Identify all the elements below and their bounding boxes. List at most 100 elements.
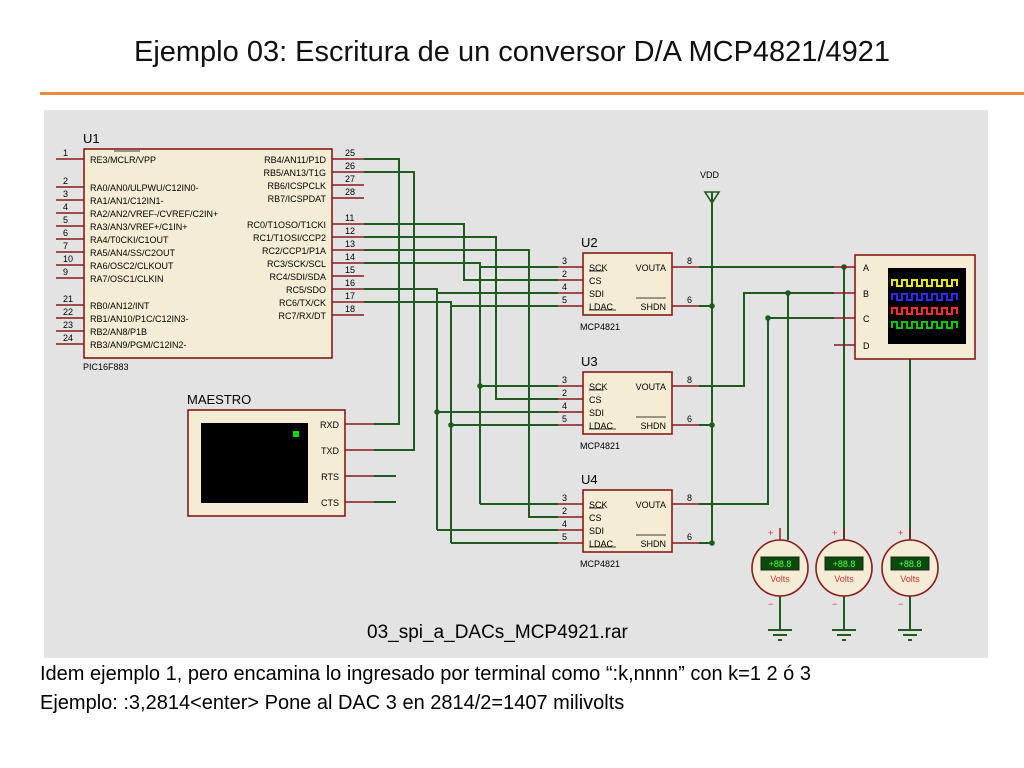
voltmeter-unit: Volts: [770, 574, 790, 584]
mcu-pin-name: RA6/OSC2/CLKOUT: [90, 261, 174, 271]
vout-u4: [699, 317, 834, 505]
mcu-pin-number: 12: [345, 226, 355, 236]
mcu-body: [83, 148, 333, 359]
mcu-pin-number: 26: [345, 161, 355, 171]
mcu-pin-number: 21: [63, 294, 73, 304]
terminal-pin-name: TXD: [321, 446, 340, 456]
vdd-arrow-icon: [703, 191, 721, 205]
dac-pin-name: SHDN: [640, 421, 666, 431]
mcu-part: PIC16F883: [83, 362, 129, 372]
scope-channel-label: C: [863, 314, 870, 324]
scope-trace: [891, 307, 958, 315]
mcu-pin-name: RB4/AN11/P1D: [264, 155, 326, 165]
mcu-pin-name: RB7/ICSPDAT: [268, 194, 327, 204]
dac-pin-name: VOUTA: [636, 382, 666, 392]
terminal-screen: [201, 423, 308, 503]
dac-pin-number: 6: [687, 295, 692, 305]
mcu-pin-name: RB3/AN9/PGM/C12IN2-: [90, 340, 187, 350]
mcu-pin-name: RC4/SDI/SDA: [269, 272, 326, 282]
slide-title: Ejemplo 03: Escritura de un conversor D/…: [133, 36, 890, 68]
mcu-pin-number: 18: [345, 304, 355, 314]
scope-channel-label: A: [863, 263, 869, 273]
mcu-pin-name: RC1/T1OSI/CCP2: [253, 233, 326, 243]
mcu-pin-name: RC3/SCK/SCL: [267, 259, 326, 269]
wire-junction: [709, 303, 715, 309]
mcu-pin-name: RA0/AN0/ULPWU/C12IN0-: [90, 183, 199, 193]
schematic-canvas: U1PIC16F8831RE3/MCLR/VPP2RA0/AN0/ULPWU/C…: [44, 110, 988, 658]
voltmeter-reading: +88.8: [899, 559, 922, 569]
dac-pin-name: LDAC: [589, 421, 614, 431]
voltmeter-plus: +: [768, 528, 773, 538]
mcu-pin-number: 24: [63, 333, 73, 343]
dac-ref: U3: [581, 354, 598, 369]
voltmeter-reading: +88.8: [833, 559, 856, 569]
voltmeter-display: [760, 556, 800, 571]
caption: Idem ejemplo 1, pero encamina lo ingresa…: [40, 660, 811, 718]
mcu-pin-name: RA4/T0CKI/C1OUT: [90, 235, 169, 245]
cs-u4-wire: [364, 249, 558, 518]
dac-pin-number: 8: [687, 375, 692, 385]
mcu-pin-name: RC7/RX/DT: [278, 311, 326, 321]
dac-pin-number: 6: [687, 532, 692, 542]
dac-pin-name: LDAC: [589, 302, 614, 312]
dac-ref: U4: [581, 472, 598, 487]
dac-pin-number: 4: [562, 282, 567, 292]
dac-pin-name: CS: [589, 513, 602, 523]
dac-body: [582, 371, 673, 435]
vdd-supply: VDD: [700, 170, 721, 205]
tx-wire: [364, 171, 415, 451]
wire-junction: [709, 540, 715, 546]
mcu-pin-name: RA5/AN4/SS/C2OUT: [90, 248, 176, 258]
mcu-pin-number: 16: [345, 278, 355, 288]
mcu-pin-name: RB5/AN13/T1G: [263, 168, 326, 178]
scope-channel-label: D: [863, 341, 870, 351]
mcu-pin-number: 7: [63, 241, 68, 251]
dac-pin-name: VOUTA: [636, 500, 666, 510]
mcu-ref: U1: [83, 131, 100, 146]
dac-pin-name: SDI: [589, 289, 604, 299]
dac-pin-name: SDI: [589, 526, 604, 536]
mcu-pin-number: 22: [63, 307, 73, 317]
mcu-pin-name: RC0/T1OSO/T1CKI: [247, 220, 326, 230]
mcu-pin-number: 9: [63, 267, 68, 277]
wire-junction: [434, 409, 440, 415]
mcu-pin-number: 27: [345, 174, 355, 184]
dac-pin-name: SCK: [589, 382, 608, 392]
mcu-pin-name: RC5/SDO: [286, 285, 326, 295]
scope-trace: [891, 279, 958, 287]
mcu-u1: U1PIC16F8831RE3/MCLR/VPP2RA0/AN0/ULPWU/C…: [56, 131, 364, 372]
mcu-pin-number: 15: [345, 265, 355, 275]
dac-pin-number: 2: [562, 269, 567, 279]
dac-pin-number: 4: [562, 401, 567, 411]
scope-channel-label: B: [863, 289, 869, 299]
mcu-pin-number: 3: [63, 189, 68, 199]
mcu-pin-name: RB1/AN10/P1C/C12IN3-: [90, 314, 189, 324]
voltmeter-minus: −: [898, 599, 903, 609]
mcu-pin-number: 1: [63, 148, 68, 158]
title-underline: [40, 92, 1024, 95]
dac-ref: U2: [581, 235, 598, 250]
voltmeter-unit: Volts: [834, 574, 854, 584]
voltmeter-unit: Volts: [900, 574, 920, 584]
dac-pin-name: SCK: [589, 500, 608, 510]
terminal-pin-name: CTS: [321, 498, 339, 508]
components: U1PIC16F8831RE3/MCLR/VPP2RA0/AN0/ULPWU/C…: [56, 131, 976, 641]
mcu-pin-name: RC6/TX/CK: [279, 298, 326, 308]
terminal-label: MAESTRO: [187, 392, 251, 407]
mcu-pin-name: RA7/OSC1/CLKIN: [90, 274, 164, 284]
dac-pin-number: 2: [562, 388, 567, 398]
mcu-pin-number: 17: [345, 291, 355, 301]
terminal-indicator: [293, 431, 299, 437]
dac-pin-name: SDI: [589, 408, 604, 418]
terminal-pin-name: RTS: [321, 472, 339, 482]
mcu-pin-name: RA3/AN3/VREF+/C1IN+: [90, 222, 188, 232]
dac-pin-name: VOUTA: [636, 263, 666, 273]
mcu-pin-name: RB0/AN12/INT: [90, 301, 150, 311]
dac-pin-number: 6: [687, 414, 692, 424]
voltmeter-minus: −: [832, 599, 837, 609]
